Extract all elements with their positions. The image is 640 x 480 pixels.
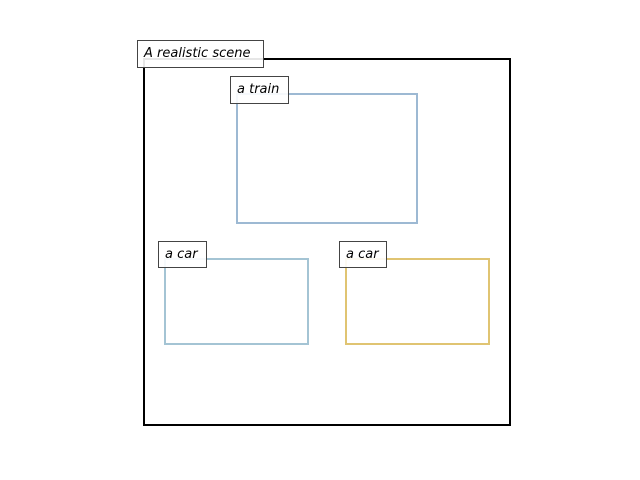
car-box-right bbox=[345, 258, 490, 345]
train-box bbox=[236, 93, 418, 224]
car-label-right: a car bbox=[339, 241, 387, 268]
car-label-left: a car bbox=[158, 241, 207, 268]
scene-title-label: A realistic scene bbox=[137, 40, 264, 68]
train-label: a train bbox=[230, 76, 289, 104]
scene-frame bbox=[143, 58, 511, 426]
car-box-left bbox=[164, 258, 309, 345]
